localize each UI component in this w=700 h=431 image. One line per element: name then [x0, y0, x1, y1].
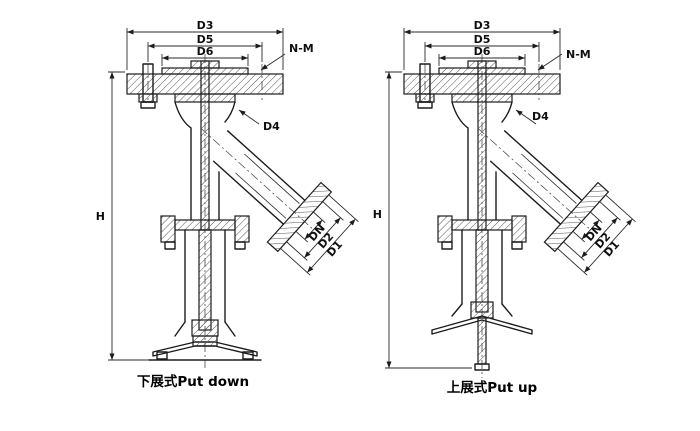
d4-leader-line — [238, 109, 260, 125]
caption-put-up: 上展式Put up — [447, 379, 538, 396]
dim-label-d5: D5 — [474, 33, 491, 46]
valve-disc-up — [431, 315, 533, 335]
caption-put-down: 下展式Put down — [137, 373, 249, 390]
dim-label-d6: D6 — [197, 45, 214, 58]
lower-assembly-put-down — [148, 229, 262, 361]
dim-label-d6: D6 — [474, 45, 491, 58]
outlet-dim-labels: DN D2 D1 — [583, 222, 622, 260]
right-valve-drawing: D3 D5 D6 N-M D4 H DN D2 D1 上展式Put up — [373, 19, 638, 396]
height-dimension — [108, 71, 149, 361]
dim-label-d4: D4 — [532, 110, 549, 123]
dim-label-h: H — [96, 210, 105, 223]
dim-label-nm: N-M — [289, 42, 314, 55]
lower-assembly-put-up — [431, 229, 533, 371]
outlet-dim-labels: DN D2 D1 — [306, 222, 345, 260]
d4-leader-line — [515, 109, 537, 125]
left-valve-drawing: D3 D5 D6 N-M D4 H DN D2 D1 下展式Put down — [96, 19, 361, 390]
height-dimension — [385, 71, 472, 369]
dim-label-d5: D5 — [197, 33, 214, 46]
dim-label-nm: N-M — [566, 48, 591, 61]
dim-label-d3: D3 — [197, 19, 214, 32]
nm-leader-line — [537, 53, 563, 71]
dim-label-d3: D3 — [474, 19, 491, 32]
dim-label-d4: D4 — [263, 120, 280, 133]
nm-leader-line — [260, 53, 286, 71]
dim-label-h: H — [373, 208, 382, 221]
